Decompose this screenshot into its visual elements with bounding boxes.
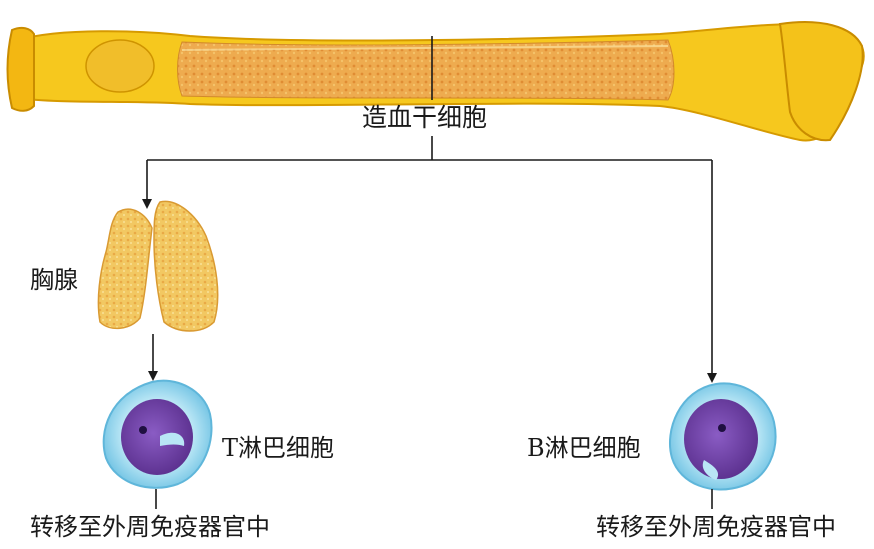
b-lymphocyte-cell — [670, 383, 776, 489]
thymus-label: 胸腺 — [30, 268, 78, 292]
t-lymphocyte-cell — [104, 381, 212, 488]
b-cell-label: B淋巴细胞 — [527, 436, 641, 460]
t-cell-label: T淋巴细胞 — [222, 436, 334, 460]
bone-end-left — [8, 28, 35, 111]
migration-label-right: 转移至外周免疫器官中 — [596, 515, 836, 539]
migration-label-left: 转移至外周免疫器官中 — [30, 515, 270, 539]
thymus-illustration — [98, 201, 217, 331]
bone-knob — [86, 40, 154, 92]
hsc-label: 造血干细胞 — [362, 105, 487, 130]
